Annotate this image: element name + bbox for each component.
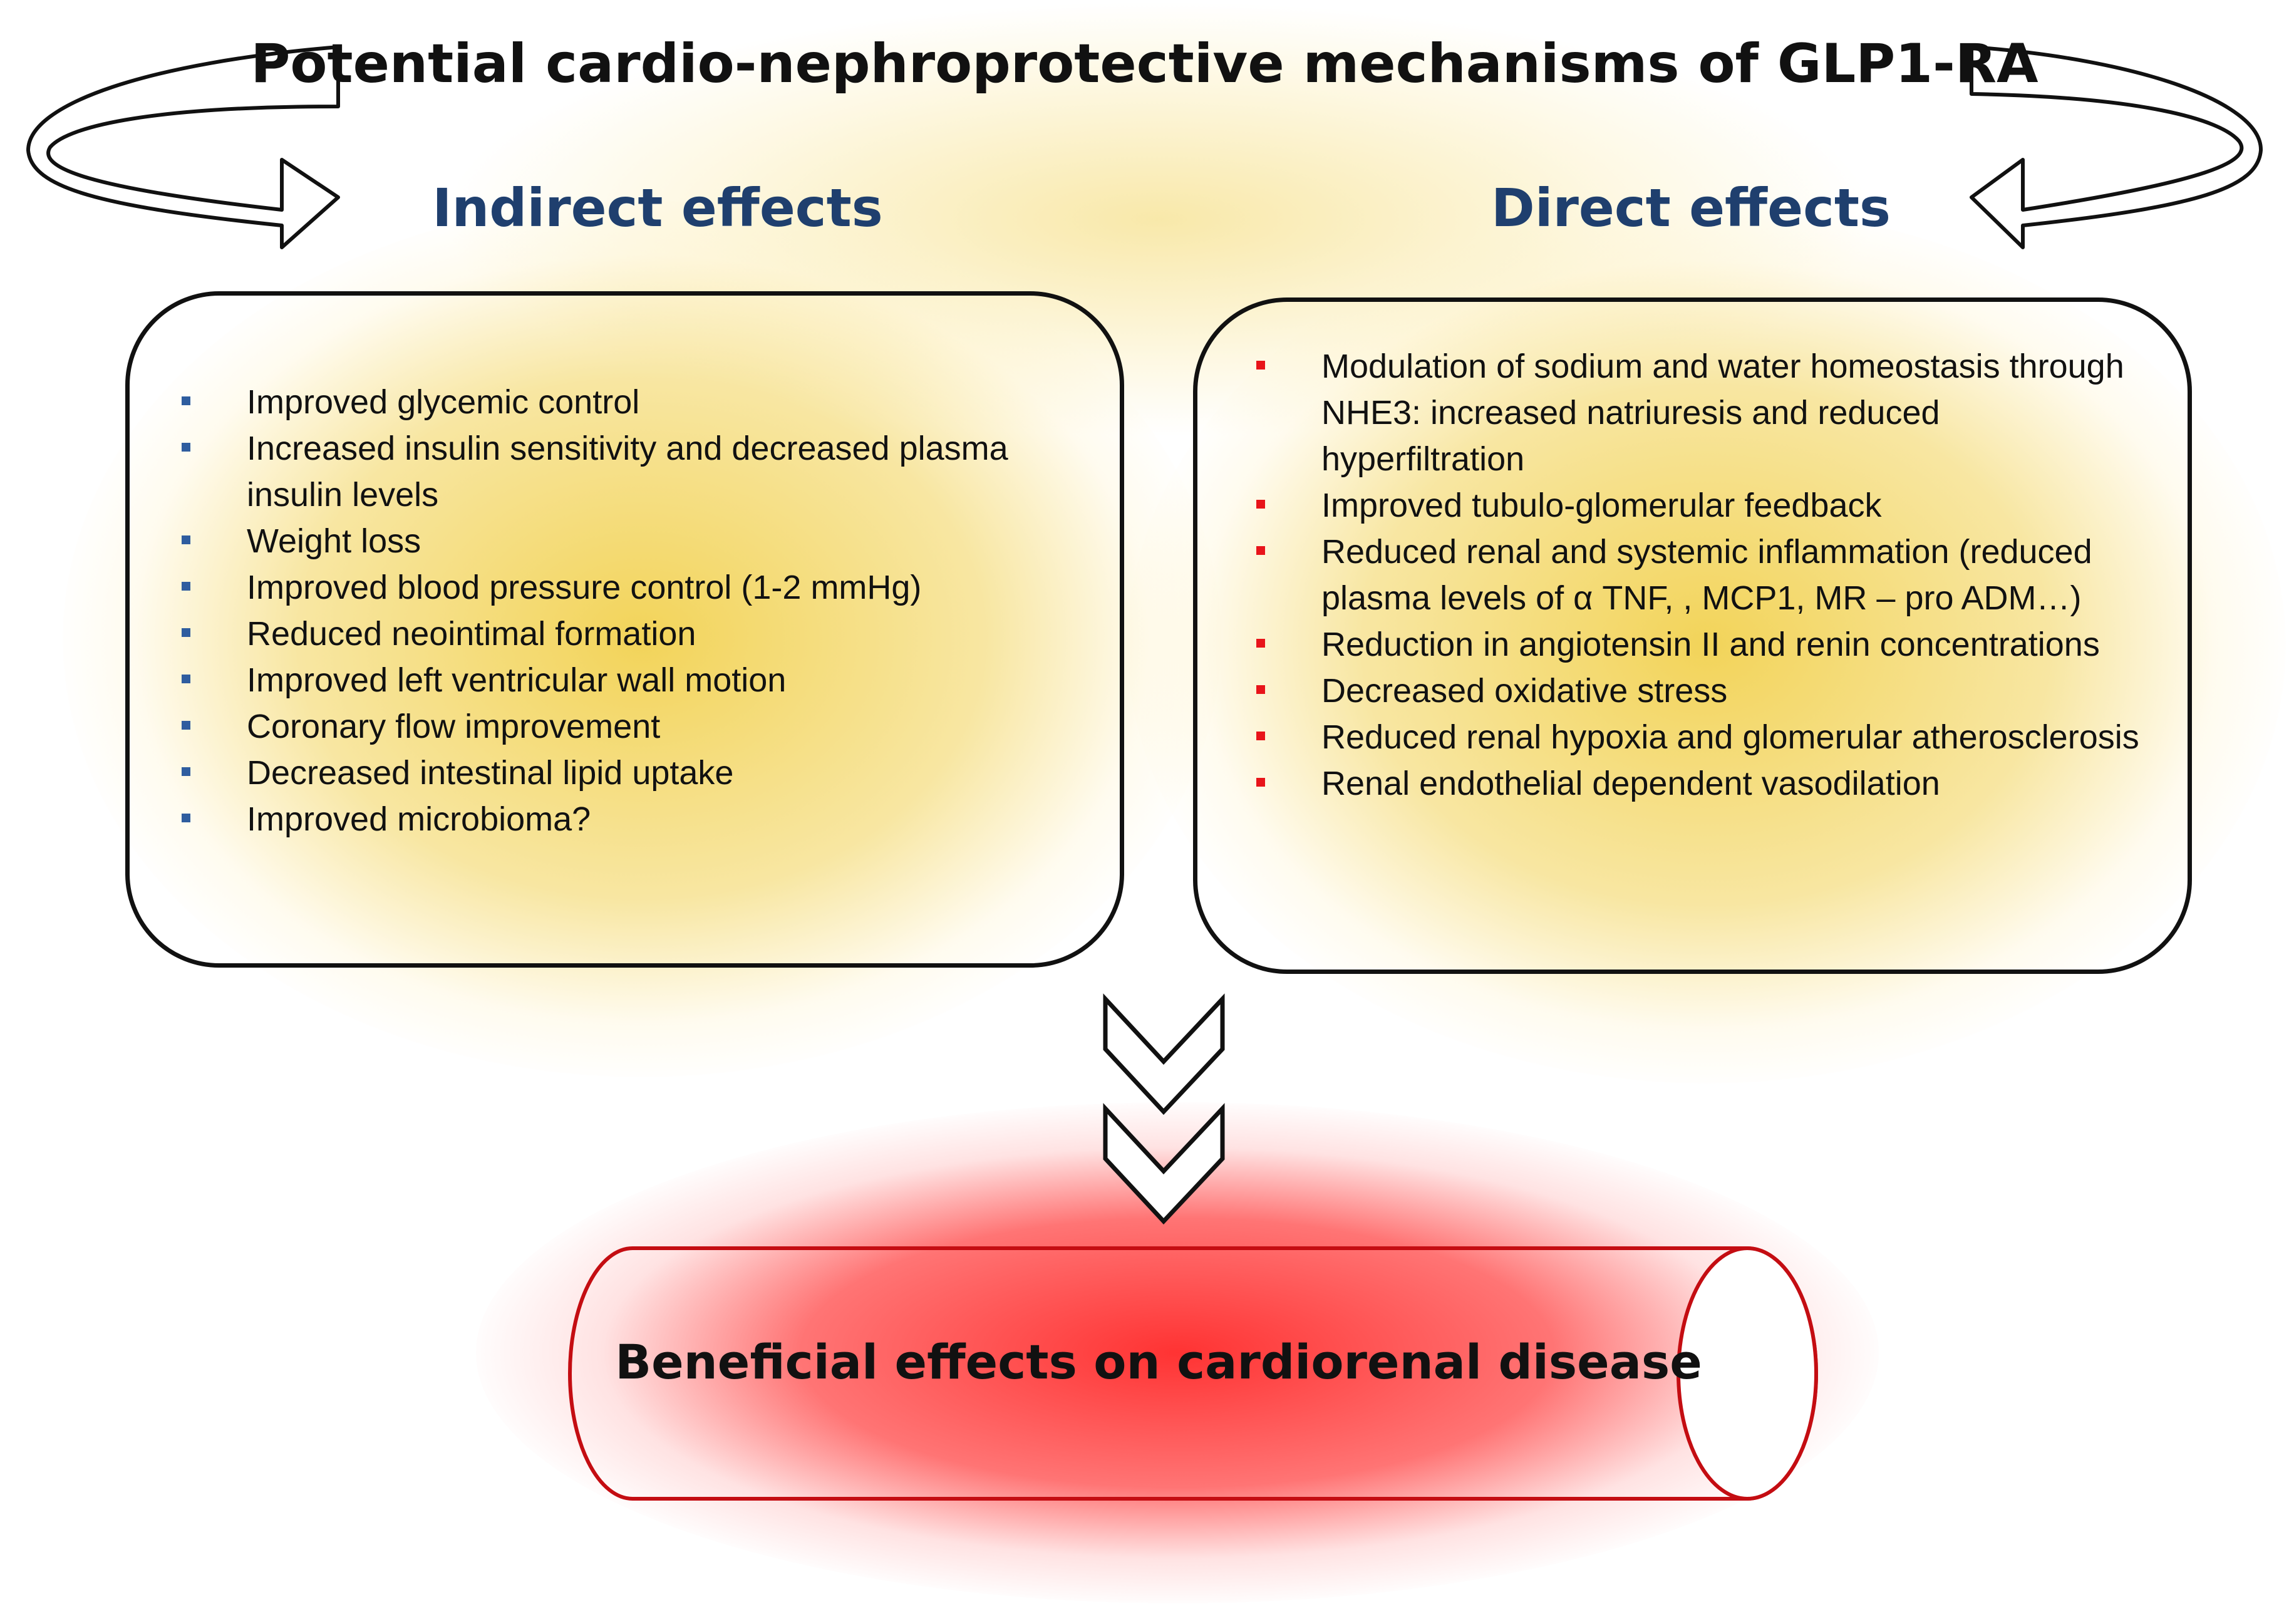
square-bullet-icon [182, 396, 190, 405]
indirect-effects-box [125, 291, 1124, 968]
square-bullet-icon [182, 628, 190, 637]
square-bullet-icon [1256, 778, 1265, 787]
indirect-effects-heading: Indirect effects [432, 177, 883, 239]
chevron-down-icon [1103, 1103, 1225, 1225]
list-item: Weight loss [177, 518, 1078, 564]
list-item: Decreased oxidative stress [1251, 668, 2141, 714]
square-bullet-icon [182, 721, 190, 730]
outcome-label: Beneficial effects on cardiorenal diseas… [615, 1334, 1702, 1390]
square-bullet-icon [182, 443, 190, 452]
square-bullet-icon [182, 814, 190, 822]
list-item: Reduced renal hypoxia and glomerular ath… [1251, 714, 2141, 760]
indirect-effects-list: Improved glycemic control Increased insu… [177, 379, 1078, 842]
square-bullet-icon [1256, 639, 1265, 648]
list-item: Decreased intestinal lipid uptake [177, 750, 1078, 796]
left-curved-arrow [26, 45, 340, 249]
list-item: Modulation of sodium and water homeostas… [1251, 343, 2141, 482]
square-bullet-icon [1256, 732, 1265, 740]
square-bullet-icon [1256, 500, 1265, 509]
list-item: Reduction in angiotensin II and renin co… [1251, 621, 2141, 668]
list-item: Reduced renal and systemic inflammation … [1251, 529, 2141, 621]
direct-effects-heading: Direct effects [1491, 177, 1891, 239]
square-bullet-icon [182, 535, 190, 544]
square-bullet-icon [1256, 361, 1265, 370]
list-item: Improved microbioma? [177, 796, 1078, 842]
direct-effects-list: Modulation of sodium and water homeostas… [1251, 343, 2141, 807]
right-curved-arrow [1970, 45, 2263, 249]
square-bullet-icon [182, 582, 190, 591]
list-item: Reduced neointimal formation [177, 611, 1078, 657]
square-bullet-icon [182, 675, 190, 683]
square-bullet-icon [1256, 685, 1265, 694]
list-item: Improved blood pressure control (1-2 mmH… [177, 564, 1078, 611]
chevron-down-icon [1103, 993, 1225, 1115]
diagram-title: Potential cardio-nephroprotective mechan… [251, 33, 2038, 95]
list-item: Improved left ventricular wall motion [177, 657, 1078, 703]
list-item: Renal endothelial dependent vasodilation [1251, 760, 2141, 807]
list-item: Coronary flow improvement [177, 703, 1078, 750]
list-item: Improved tubulo-glomerular feedback [1251, 482, 2141, 529]
square-bullet-icon [182, 767, 190, 776]
square-bullet-icon [1256, 546, 1265, 555]
list-item: Increased insulin sensitivity and decrea… [177, 425, 1078, 518]
outcome-cylinder-end [1677, 1246, 1818, 1501]
list-item: Improved glycemic control [177, 379, 1078, 425]
direct-effects-box [1193, 297, 2192, 974]
